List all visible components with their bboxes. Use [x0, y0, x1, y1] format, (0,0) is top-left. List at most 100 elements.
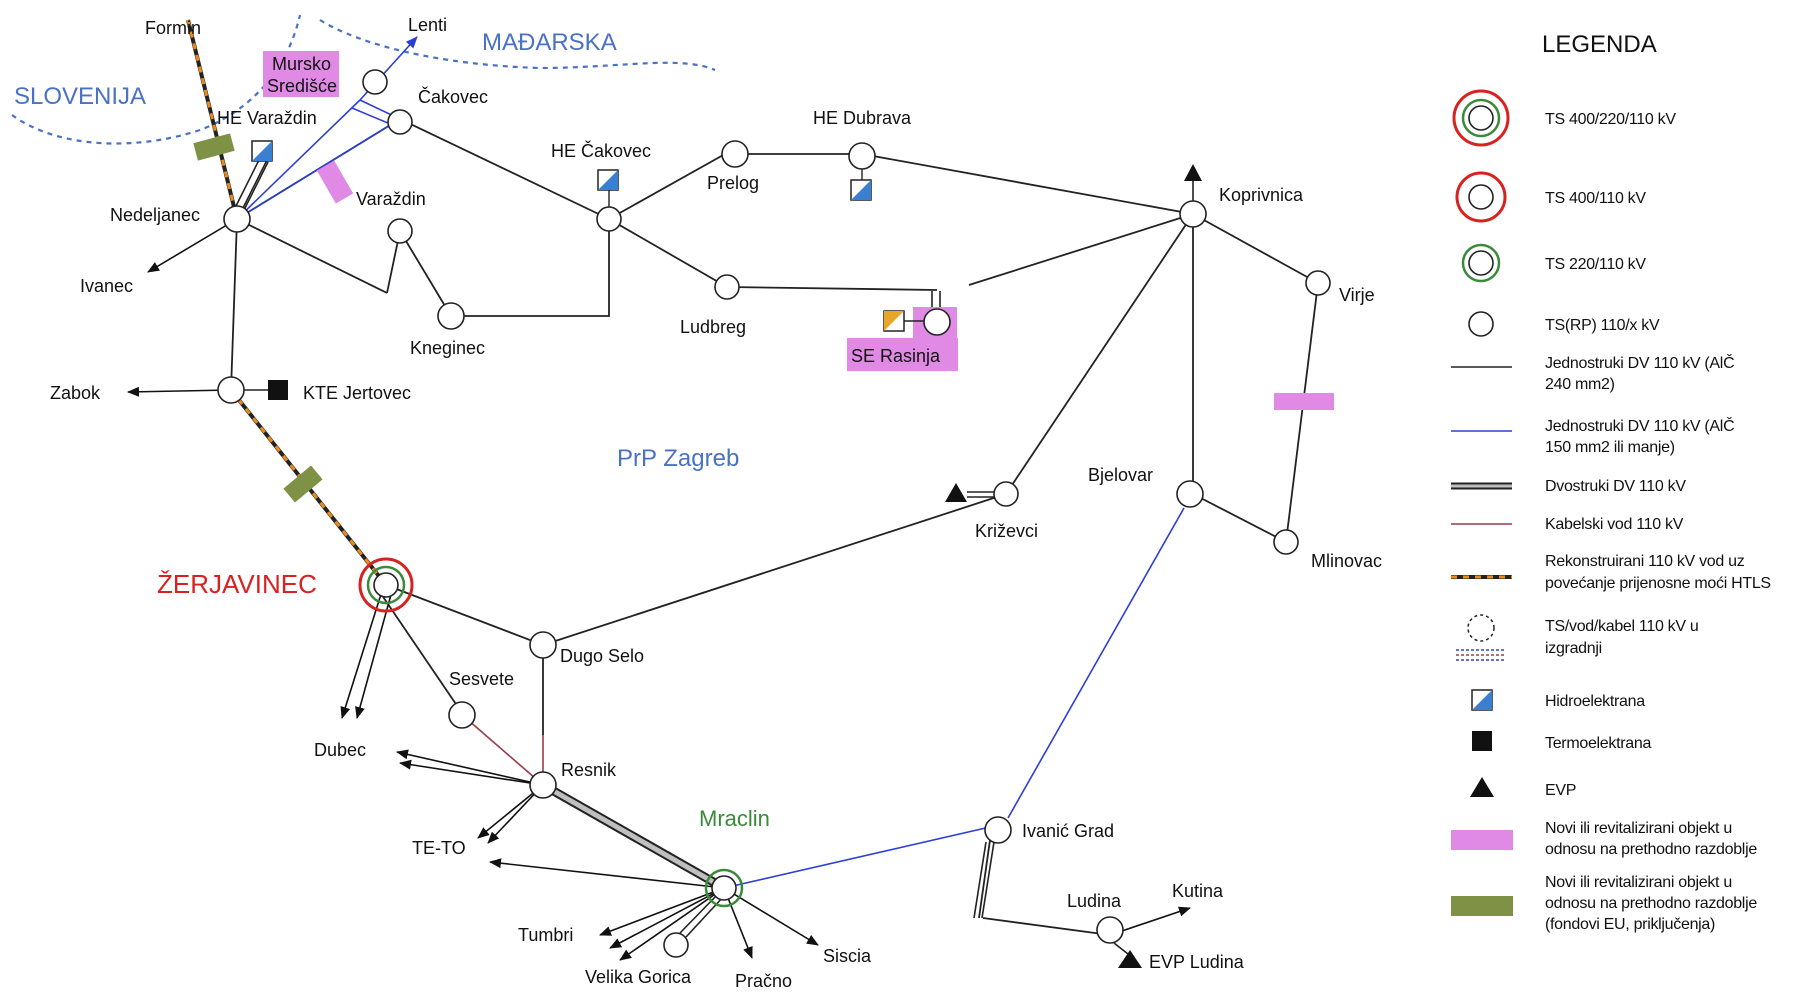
legend-symbol-ts110 — [1468, 311, 1494, 337]
node-he-cakovec — [596, 206, 622, 232]
label-velika-gorica: Velika Gorica — [585, 967, 692, 987]
label-krizevci: Križevci — [975, 521, 1038, 541]
label-ivanec: Ivanec — [80, 276, 133, 296]
label-kutina: Kutina — [1172, 881, 1224, 901]
label-cakovec: Čakovec — [418, 86, 488, 107]
substations-110 — [217, 69, 1331, 958]
node-nedeljanec — [223, 205, 251, 233]
label-te-to: TE-TO — [412, 838, 466, 858]
link-evp-ludina — [1113, 942, 1129, 955]
legend-label-thermal: Termoelektrana — [1545, 735, 1651, 752]
legend-symbol-new-pink — [1451, 830, 1513, 850]
node-zabok-branch — [217, 376, 245, 404]
legend-label-construction-2: izgradnji — [1545, 640, 1602, 657]
node-velika-gorica — [663, 932, 689, 958]
lines-single-240 — [230, 118, 1319, 936]
node-se-rasinja — [923, 308, 951, 336]
legend-symbol-evp — [1470, 777, 1494, 797]
legend-label-single-240-1: Jednostruki DV 110 kV (AlČ — [1545, 353, 1734, 372]
label-he-varazdin: HE Varaždin — [217, 108, 317, 128]
legend-label-htls-1: Rekonstruirani 110 kV vod uz — [1545, 553, 1745, 570]
legend-symbol-ts400-220-110 — [1452, 89, 1510, 147]
lines-htls — [186, 19, 388, 587]
region-prp-zagreb: PrP Zagreb — [617, 445, 739, 472]
node-dugo-selo — [529, 631, 557, 659]
legend-symbol-ts400-110 — [1455, 171, 1507, 223]
label-mursko-1: Mursko — [272, 54, 331, 74]
legend-symbol-construction — [1456, 614, 1506, 661]
thermal-icon-kte-jertovec — [268, 380, 288, 400]
label-mraclin: Mraclin — [699, 806, 770, 831]
legend-label-double: Dvostruki DV 110 kV — [1545, 478, 1686, 495]
label-koprivnica: Koprivnica — [1219, 185, 1304, 205]
legend-label-new-green-1: Novi ili revitalizirani objekt u — [1545, 874, 1732, 891]
legend-label-htls-2: povećanje prijenosne moći HTLS — [1545, 575, 1771, 592]
label-sesvete: Sesvete — [449, 669, 514, 689]
label-zerjavinec: ŽERJAVINEC — [157, 569, 317, 599]
legend-symbol-new-green — [1451, 896, 1513, 916]
legend-label-new-green-2: odnosu na prethodno razdoblje — [1545, 895, 1757, 912]
legend-label-ts400-220-110: TS 400/220/110 kV — [1545, 111, 1676, 128]
legend-label-single-240-2: 240 mm2) — [1545, 376, 1615, 393]
label-zabok: Zabok — [50, 383, 101, 403]
hydro-icon-he-cakovec — [597, 169, 619, 191]
solar-icon-se-rasinja — [883, 310, 905, 332]
label-lenti: Lenti — [408, 15, 447, 35]
link-evp-krizevci — [967, 491, 994, 498]
legend-label-ts220-110: TS 220/110 kV — [1545, 256, 1646, 273]
node-mraclin — [704, 868, 744, 908]
region-madarska: MAĐARSKA — [482, 29, 617, 56]
label-se-rasinja: SE Rasinja — [851, 346, 941, 366]
label-mursko-2: Središće — [267, 76, 337, 96]
legend-label-cable: Kabelski vod 110 kV — [1545, 516, 1684, 533]
label-dubec: Dubec — [314, 740, 366, 760]
hydro-icon-he-varazdin — [251, 140, 273, 162]
legend-symbol-ts220-110 — [1461, 243, 1501, 283]
label-kte-jertovec: KTE Jertovec — [303, 383, 411, 403]
node-varazdin — [387, 218, 413, 244]
label-ludina: Ludina — [1067, 891, 1122, 911]
hydro-links — [608, 169, 924, 322]
node-he-dubrava — [848, 142, 876, 170]
legend-label-new-green-3: (fondovi EU, priključenja) — [1545, 916, 1715, 933]
evp-icon-ludina — [1118, 950, 1142, 968]
legend-symbol-hydro — [1471, 689, 1493, 711]
node-mlinovac — [1273, 529, 1299, 555]
node-cakovec — [387, 109, 413, 135]
node-kneginec — [437, 302, 465, 330]
arrows-outgoing — [127, 218, 1191, 961]
legend-label-single-150-1: Jednostruki DV 110 kV (AlČ — [1545, 416, 1734, 435]
legend-label-evp: EVP — [1545, 782, 1576, 799]
node-koprivnica — [1179, 200, 1207, 228]
new-objects-olive — [193, 133, 323, 503]
legend-label-new-pink-2: odnosu na prethodno razdoblje — [1545, 841, 1757, 858]
legend: LEGENDA — [1451, 31, 1771, 933]
label-virje: Virje — [1339, 285, 1375, 305]
label-he-dubrava: HE Dubrava — [813, 108, 912, 128]
label-formin: Formin — [145, 18, 201, 38]
label-bjelovar: Bjelovar — [1088, 465, 1153, 485]
hydro-plants — [251, 140, 905, 332]
node-resnik — [529, 771, 557, 799]
legend-label-hydro: Hidroelektrana — [1545, 693, 1645, 710]
node-krizevci — [993, 481, 1019, 507]
legend-label-ts110: TS(RP) 110/x kV — [1545, 317, 1660, 334]
node-ludbreg — [714, 274, 740, 300]
legend-label-new-pink-1: Novi ili revitalizirani objekt u — [1545, 820, 1732, 837]
label-nedeljanec: Nedeljanec — [110, 205, 200, 225]
label-tumbri: Tumbri — [518, 925, 573, 945]
line-double-resnik-mraclin — [540, 781, 727, 892]
node-sesvete — [448, 701, 476, 729]
label-pracno: Pračno — [735, 971, 792, 989]
hydro-icon-he-dubrava — [850, 179, 872, 201]
node-virje — [1305, 270, 1331, 296]
label-resnik: Resnik — [561, 760, 617, 780]
legend-label-single-150-2: 150 mm2 ili manje) — [1545, 439, 1675, 456]
node-zerjavinec — [358, 557, 414, 613]
region-slovenija: SLOVENIJA — [14, 83, 146, 110]
node-ivanic-grad — [984, 816, 1012, 844]
label-ivanic-grad: Ivanić Grad — [1022, 821, 1114, 841]
legend-label-ts400-110: TS 400/110 kV — [1545, 190, 1646, 207]
